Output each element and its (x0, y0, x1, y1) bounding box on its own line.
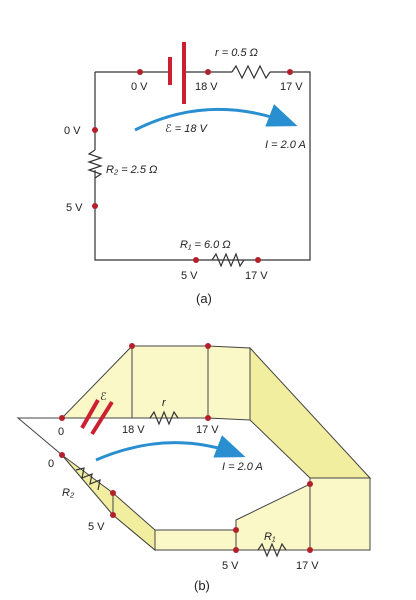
b-resistor-r1 (257, 542, 287, 558)
a-current-label: I = 2.0 A (265, 139, 306, 151)
a-v-top-left: 0 V (131, 81, 148, 93)
b-current-label: I = 2.0 A (222, 461, 263, 473)
face-bottom-mid (154, 529, 237, 551)
a-v-bot-left: 5 V (181, 270, 198, 282)
b-caption: (b) (194, 578, 210, 593)
a-v-top-right: 17 V (280, 81, 303, 93)
b-emf-label: ℰ (100, 391, 107, 403)
b-v-0-left: 0 (48, 458, 54, 470)
b-resistor-r (149, 410, 179, 426)
a-v-bot-right: 17 V (245, 270, 268, 282)
b-v-18: 18 V (122, 424, 145, 436)
a-r1-label: R₁ = 6.0 Ω (180, 239, 231, 251)
b-v-5-left: 5 V (88, 521, 105, 533)
a-r2-label: R₂ = 2.5 Ω (106, 164, 157, 176)
current-arrow-b (95, 435, 246, 462)
face-right-front (309, 477, 371, 551)
a-v-left-bot: 5 V (66, 202, 83, 214)
face-rise-left (60, 345, 209, 419)
b-v-5-bot: 5 V (222, 560, 239, 572)
b-v-0-top: 0 (58, 426, 64, 438)
a-r-label: r = 0.5 Ω (215, 47, 258, 59)
b-v-17-top: 17 V (196, 424, 219, 436)
current-arrow-a (134, 104, 298, 132)
panel-a-circuit (87, 42, 311, 268)
b-resistor-r2 (75, 467, 101, 491)
resistor-r1-zigzag (211, 252, 245, 268)
b-r2-label: R₂ (62, 487, 75, 499)
resistor-r2-zigzag (87, 149, 103, 179)
face-left-slope (61, 454, 156, 552)
b-battery-plate-2 (90, 400, 114, 436)
b-v-17-bot: 17 V (296, 560, 319, 572)
a-emf-label: ℰ = 18 V (165, 123, 208, 135)
b-battery-plate-1 (80, 399, 100, 429)
a-v-top-mid: 18 V (195, 81, 218, 93)
face-diagonal-right (249, 346, 372, 479)
b-r-label: r (162, 397, 167, 409)
panel-b-potential-3d (16, 343, 372, 558)
a-caption: (a) (196, 291, 212, 306)
face-top-right (207, 345, 251, 421)
resistor-r-zigzag (231, 64, 271, 80)
a-v-left-top: 0 V (64, 125, 81, 137)
b-r1-label: R₁ (264, 531, 276, 543)
